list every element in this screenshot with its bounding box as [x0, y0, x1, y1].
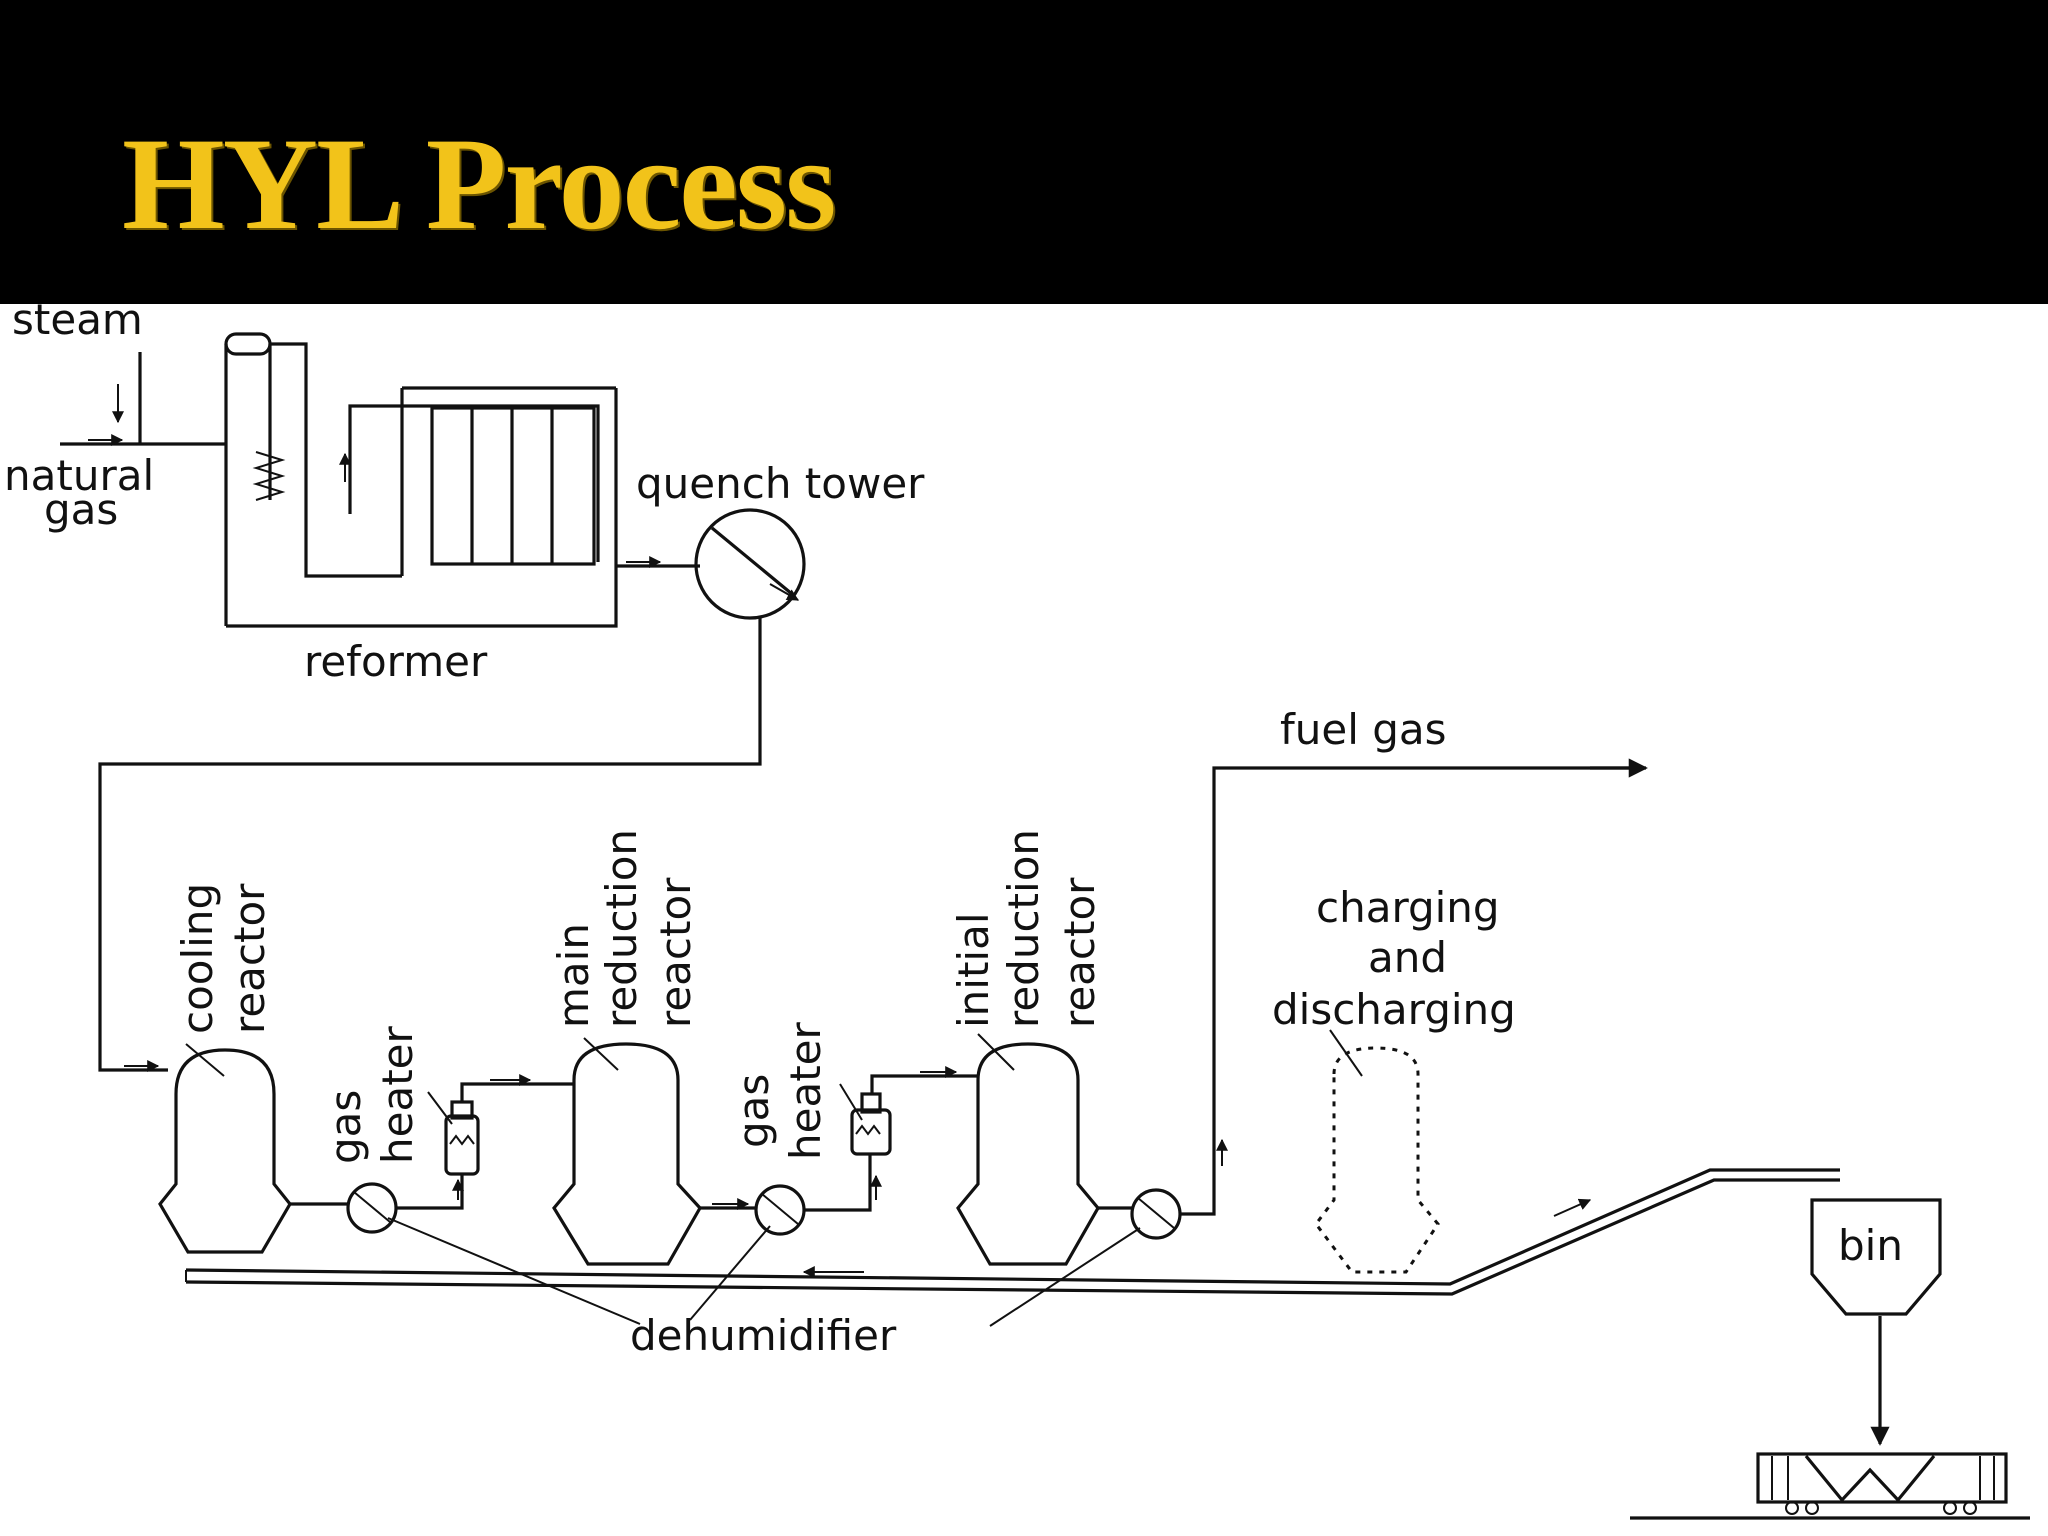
conveyor-top	[185, 1168, 1840, 1286]
flue-inner-line	[270, 342, 402, 578]
dehumidifier-leader-3	[989, 1227, 1141, 1327]
label-natural-gas-line1: natural	[4, 451, 154, 500]
label-steam: steam	[12, 304, 143, 344]
quench-tower-arrow	[769, 583, 800, 601]
fuel-gas-pipe	[1180, 766, 1640, 1216]
quench-tower	[694, 508, 806, 620]
label-quench-tower: quench tower	[636, 459, 925, 508]
label-charging-line3: discharging	[1272, 985, 1516, 1034]
main-reduction-reactor	[552, 1037, 702, 1266]
dehumidifier-2	[754, 1184, 806, 1236]
label-initial-reduction-reactor-line1: initial	[949, 913, 998, 1029]
label-cooling-reactor-line2: reactor	[225, 883, 274, 1034]
label-main-reduction-reactor-line3: reactor	[651, 877, 700, 1028]
label-reformer: reformer	[304, 637, 488, 686]
label-gas-heater-1-line2: heater	[373, 1025, 422, 1164]
label-gas-heater-2-line1: gas	[729, 1074, 778, 1148]
label-gas-heater-2-line2: heater	[781, 1021, 830, 1160]
label-cooling-reactor-line1: cooling	[173, 883, 222, 1034]
charging-and-discharging-vessel	[1314, 1046, 1440, 1274]
label-fuel-gas: fuel gas	[1280, 705, 1447, 754]
label-gas-heater-1-line1: gas	[321, 1090, 370, 1164]
reformer-outer-shell	[226, 388, 618, 628]
dehumidifier-leader-1	[387, 1217, 641, 1325]
reformer-feed-line	[348, 404, 600, 562]
cooling-reactor	[158, 1043, 292, 1254]
reducing-gas-main-pipe	[98, 618, 762, 1072]
pipe-dehumidifier-1-to-heater-1	[396, 1174, 464, 1210]
preheater-coil	[252, 451, 286, 501]
pipe-heater-1-to-main-reactor	[460, 1082, 574, 1102]
slide-title: HYL Process	[122, 110, 837, 257]
label-initial-reduction-reactor-line2: reduction	[999, 829, 1048, 1028]
label-charging-line1: charging	[1316, 883, 1500, 932]
label-charging-line2: and	[1368, 933, 1447, 982]
label-bin: bin	[1838, 1221, 1903, 1270]
pipe-heater-2-to-initial-reactor	[870, 1074, 978, 1094]
conveyor-bottom	[185, 1178, 1840, 1296]
gas-heater-1	[427, 1091, 480, 1176]
gas-heater-2	[839, 1083, 892, 1156]
label-main-reduction-reactor-line1: main	[549, 923, 598, 1028]
dehumidifier-1	[346, 1182, 398, 1234]
rail-wagon	[1630, 1452, 2030, 1520]
pipe-dehumidifier-2-to-heater-2	[804, 1154, 872, 1212]
conveyor-up-arrow	[1553, 1198, 1592, 1217]
reformer-unit	[60, 332, 806, 628]
dehumidifier-leader-2	[689, 1225, 771, 1321]
dehumidifier-3	[1130, 1188, 1182, 1240]
charging-leader	[1329, 1029, 1363, 1077]
preheater-cap	[224, 332, 272, 356]
title-bar: HYL Process	[0, 0, 2048, 304]
label-initial-reduction-reactor-line3: reactor	[1055, 877, 1104, 1028]
initial-reduction-reactor	[956, 1033, 1100, 1266]
bin	[1810, 1198, 1942, 1316]
quench-tower-internal	[710, 526, 794, 596]
label-natural-gas-line2: gas	[44, 485, 118, 534]
label-dehumidifier: dehumidifier	[630, 1311, 897, 1360]
label-main-reduction-reactor-line2: reduction	[597, 829, 646, 1028]
hyl-process-diagram: steam natural gas quench tower reformer …	[4, 304, 2030, 1520]
